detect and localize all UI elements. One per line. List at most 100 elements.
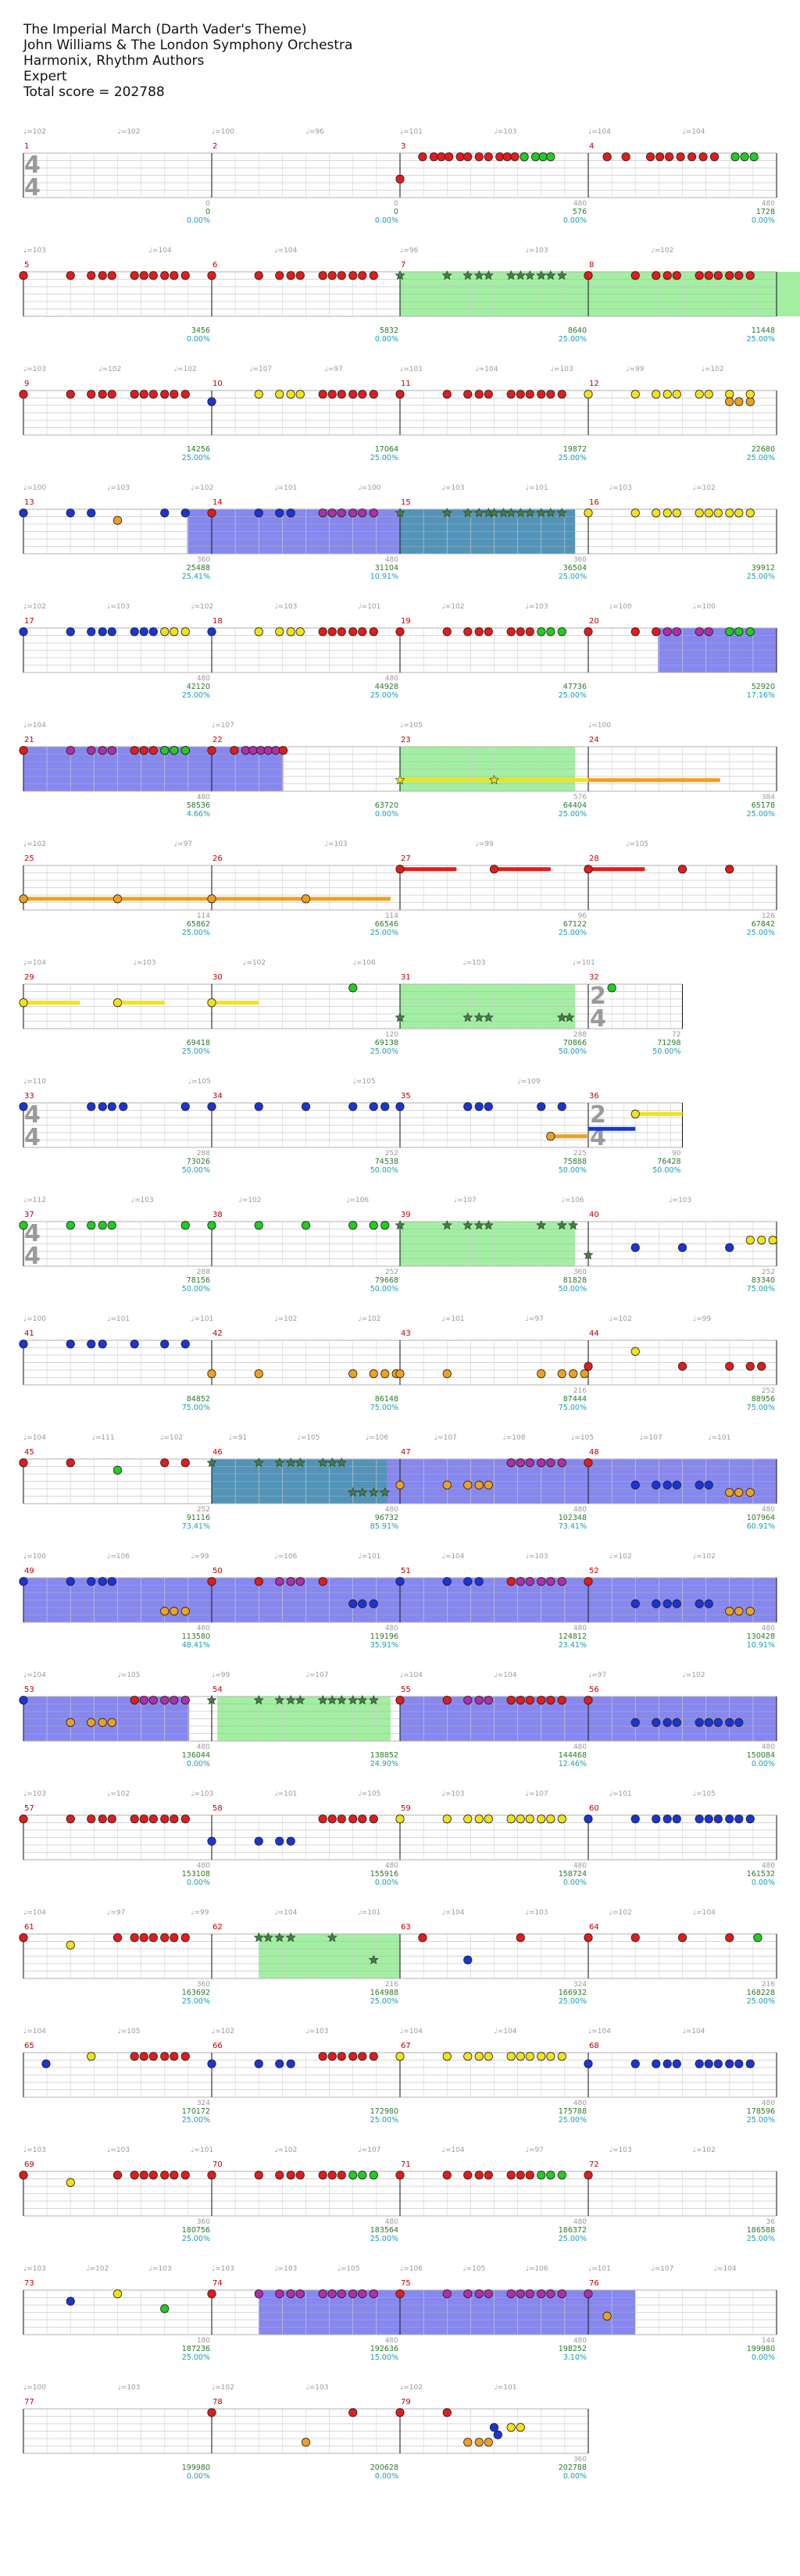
drum-note	[484, 1814, 493, 1824]
drum-note	[695, 1718, 704, 1727]
tempo-marker: ♩=104	[23, 2028, 46, 2035]
drum-note	[207, 2408, 216, 2417]
measure-percent: 17.16%	[747, 691, 775, 700]
drum-note	[725, 1718, 734, 1727]
drum-note	[160, 1696, 170, 1705]
drum-note	[295, 1577, 305, 1586]
star-power-note	[395, 270, 405, 280]
drum-note	[557, 1696, 566, 1705]
drum-note	[630, 390, 640, 399]
tempo-marker: ♩=104	[683, 2028, 705, 2035]
drum-note	[327, 508, 337, 518]
measure-tick-count: 480	[385, 556, 398, 564]
time-signature-top: 2	[590, 983, 606, 1010]
drum-note	[463, 1814, 473, 1824]
measure-tick-count: 288	[573, 1031, 587, 1039]
measure-tick-count: 288	[197, 1268, 210, 1276]
drum-note	[525, 1458, 534, 1468]
measure-score: 1728	[756, 208, 775, 216]
drum-note	[630, 1480, 640, 1490]
measure-score: 17064	[375, 445, 398, 454]
drum-note	[207, 746, 216, 755]
drum-note	[207, 271, 216, 280]
tempo-marker: ♩=101	[495, 2384, 517, 2392]
measure-percent: 25.00%	[182, 454, 210, 462]
star-power-note	[327, 1932, 338, 1943]
measure-percent: 25.00%	[747, 1997, 775, 2006]
drum-note	[665, 152, 674, 162]
drum-note	[337, 1814, 346, 1824]
tempo-marker: ♩=100	[212, 128, 234, 136]
measure-percent: 73.41%	[559, 1522, 587, 1531]
measure-tick-count: 120	[385, 1031, 398, 1039]
drum-note	[348, 1102, 358, 1111]
drum-note	[489, 865, 499, 874]
drum-note	[395, 1814, 405, 1824]
drum-note	[358, 2171, 367, 2180]
measure-percent: 25.00%	[559, 335, 587, 344]
drum-note	[19, 1102, 28, 1111]
measure-number: 35	[401, 1092, 411, 1101]
drum-note	[395, 2289, 405, 2299]
drum-note	[87, 1718, 96, 1727]
measure-score: 14256	[187, 445, 210, 454]
tempo-marker: ♩=105	[118, 1672, 141, 1679]
measure-score: 31104	[375, 564, 398, 573]
drum-note	[516, 627, 525, 637]
drum-note	[725, 390, 734, 399]
drum-note	[275, 1577, 284, 1586]
drum-note	[557, 390, 566, 399]
measure-percent: 0.00%	[563, 216, 587, 225]
drum-note	[130, 627, 139, 637]
drum-note	[395, 174, 405, 184]
drum-note	[445, 152, 454, 162]
drum-note	[66, 390, 75, 399]
drum-note	[537, 2052, 546, 2061]
drum-note	[516, 2423, 525, 2432]
drum-note	[662, 2059, 672, 2068]
drum-note	[207, 1102, 216, 1111]
measure-percent: 25.00%	[370, 1047, 398, 1056]
drum-note	[474, 1480, 484, 1490]
drum-note	[395, 390, 405, 399]
star-power-note	[462, 1220, 473, 1230]
tempo-marker: ♩=103	[23, 1790, 46, 1798]
drum-note	[98, 1718, 107, 1727]
tempo-marker: ♩=107	[434, 1434, 457, 1442]
measure-number: 26	[212, 855, 223, 863]
drum-note	[546, 2052, 555, 2061]
measure-number: 52	[589, 1567, 599, 1575]
measure-percent: 25.00%	[559, 810, 587, 819]
measure-percent: 25.00%	[747, 2235, 775, 2243]
tempo-marker: ♩=102	[274, 1315, 297, 1323]
tempo-marker: ♩=102	[212, 2384, 234, 2392]
drum-note	[87, 1340, 96, 1349]
tempo-marker: ♩=101	[442, 1315, 465, 1323]
measure-score: 107964	[747, 1514, 775, 1522]
tempo-marker: ♩=104	[400, 1672, 423, 1679]
measure-tick-count: 216	[573, 1387, 587, 1395]
measure-tick-count: 360	[197, 2218, 210, 2226]
drum-note	[757, 1361, 766, 1371]
drum-note	[695, 390, 704, 399]
star-power-note	[336, 1695, 347, 1705]
tempo-marker: ♩=102	[693, 484, 716, 492]
measure-number: 67	[401, 2042, 411, 2050]
drum-note	[170, 1696, 179, 1705]
drum-note	[148, 2052, 158, 2061]
difficulty-label: Expert	[23, 69, 67, 84]
tempo-marker: ♩=103	[609, 484, 632, 492]
drum-note	[725, 1243, 734, 1252]
sustain-bar	[588, 778, 720, 783]
drum-note	[630, 2059, 640, 2068]
drum-note	[584, 627, 593, 637]
drum-note	[358, 271, 367, 280]
drum-note	[318, 1814, 327, 1824]
drum-note	[107, 1577, 116, 1586]
measure-number: 76	[589, 2279, 599, 2288]
star-power-note	[473, 270, 484, 280]
measure-score: 0	[394, 208, 398, 216]
drum-note	[148, 1696, 158, 1705]
drum-note	[695, 508, 704, 518]
drum-note	[495, 152, 505, 162]
